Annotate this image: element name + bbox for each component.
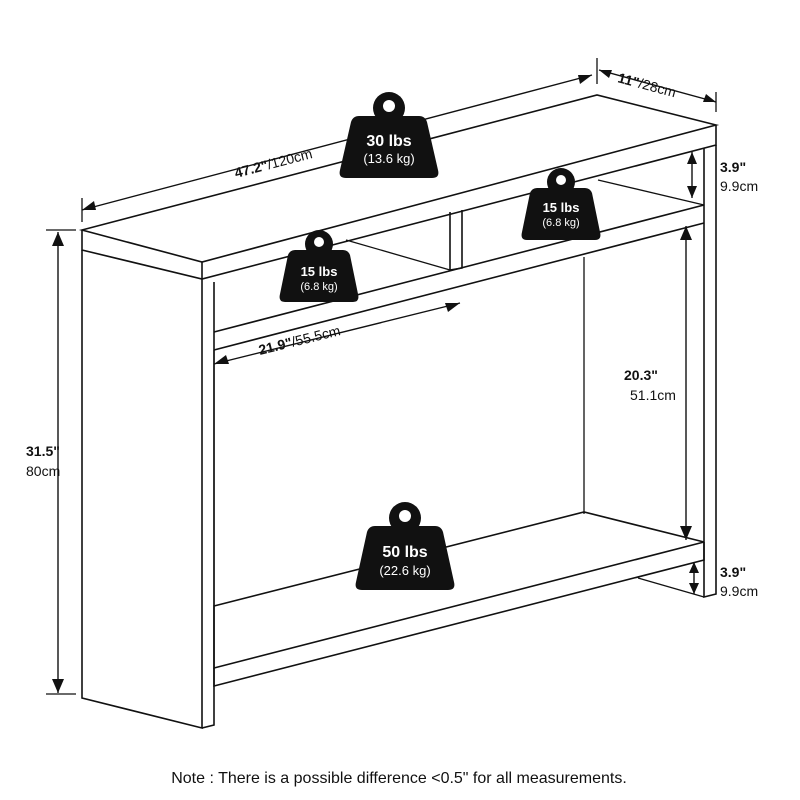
bottom-gap-arrow-up [689, 562, 699, 573]
depth-arrow-right [703, 94, 716, 102]
cubby-width-arrow-left [214, 355, 229, 364]
depth-dimension-line [598, 69, 717, 103]
clearance-arrow-down [680, 526, 692, 540]
depth-label: 11"/28cm [616, 69, 678, 100]
measurement-note: Note : There is a possible difference <0… [171, 770, 627, 787]
bottom-shelf-weight-kg: (22.6 kg) [379, 563, 430, 578]
top-gap-arrow-down [687, 186, 697, 198]
left-panel-inner-edge [201, 282, 215, 729]
upper-shelf-back [345, 239, 451, 271]
top-weight-lbs: 30 lbs [366, 133, 411, 150]
width-label: 47.2"/120cm [233, 145, 314, 181]
cubby-width-arrow-right [445, 303, 460, 312]
bottom-shelf-weight-lbs: 50 lbs [382, 544, 427, 561]
upper-shelf-back-right [597, 179, 705, 206]
top-gap-label-cm: 9.9cm [720, 178, 758, 194]
weight-capacity-bottom-shelf-icon: 50 lbs (22.6 kg) [355, 502, 455, 590]
right-leg [703, 145, 717, 599]
left-side-panel [81, 250, 203, 730]
bottom-gap-arrow-down [689, 583, 699, 594]
weight-capacity-left-cubby-icon: 15 lbs (6.8 kg) [279, 230, 359, 302]
height-arrow-top [52, 232, 64, 246]
right-cubby-weight-lbs: 15 lbs [543, 200, 580, 215]
right-cubby-weight-kg: (6.8 kg) [542, 217, 579, 229]
cubby-width-dimension-line [213, 302, 461, 365]
bottom-rear-rail [637, 577, 705, 598]
cubby-divider [449, 210, 463, 271]
top-gap-arrow-up [687, 152, 697, 164]
width-dimension-line [81, 74, 593, 211]
height-arrow-bottom [52, 679, 64, 693]
bottom-shelf-front [213, 542, 705, 688]
clearance-arrow-up [680, 226, 692, 240]
left-cubby-weight-kg: (6.8 kg) [300, 281, 337, 293]
left-cubby-weight-lbs: 15 lbs [301, 264, 338, 279]
height-label-in: 31.5" [26, 443, 60, 459]
width-arrow-right [578, 75, 592, 84]
width-arrow-left [82, 201, 96, 210]
dimension-lines [46, 58, 717, 695]
height-label-cm: 80cm [26, 463, 60, 479]
top-gap-label-in: 3.9" [720, 159, 746, 175]
depth-arrow-left [599, 70, 612, 78]
bottom-shelf-top-face [213, 511, 705, 670]
weight-capacity-right-cubby-icon: 15 lbs (6.8 kg) [521, 168, 601, 240]
clearance-label-in: 20.3" [624, 367, 658, 383]
bottom-gap-label-cm: 9.9cm [720, 583, 758, 599]
table-outline [78, 94, 720, 730]
clearance-label-cm: 51.1cm [630, 387, 676, 403]
top-weight-kg: (13.6 kg) [363, 151, 414, 166]
weight-capacity-top-icon: 30 lbs (13.6 kg) [339, 92, 439, 178]
bottom-gap-label-in: 3.9" [720, 564, 746, 580]
upper-shelf-front [213, 222, 705, 351]
